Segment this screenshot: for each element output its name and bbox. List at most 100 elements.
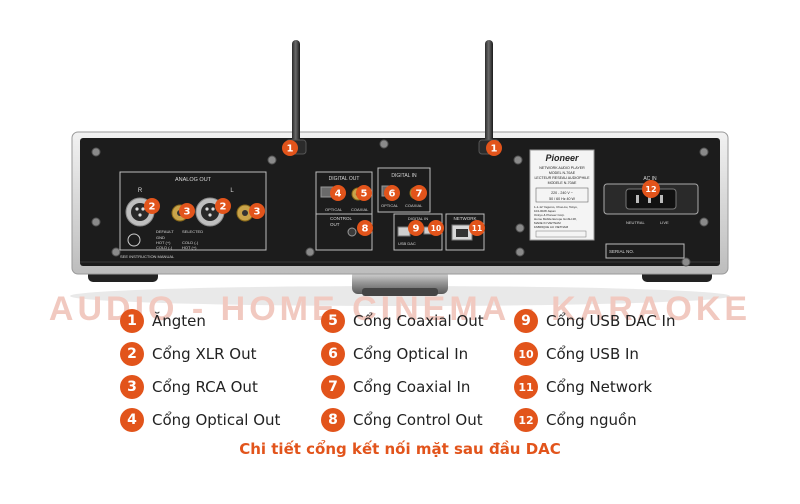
digital-in-label: DIGITAL IN bbox=[391, 173, 417, 179]
cold-selected-label: COLD (-) bbox=[182, 240, 199, 245]
legend-number-badge: 11 bbox=[514, 375, 538, 399]
svg-text:6: 6 bbox=[389, 189, 396, 200]
legend-item-coaxial-out: 5 Cổng Coaxial Out bbox=[321, 308, 484, 334]
svg-text:12: 12 bbox=[645, 185, 656, 194]
svg-text:8: 8 bbox=[362, 224, 369, 235]
rating-line: 50 / 60 Hz 40 W bbox=[549, 197, 575, 201]
callout-marker-3: 3 bbox=[179, 203, 195, 219]
xlr-pin-diagram bbox=[127, 233, 141, 247]
screws bbox=[91, 139, 709, 267]
legend-label: Cổng USB DAC In bbox=[546, 312, 676, 330]
address-line: 1-1-12 Yagumo, Chuo-ku, Tokyo, bbox=[534, 205, 578, 209]
right-channel-label: R bbox=[138, 188, 143, 194]
legend-item-control-out: 8 Cổng Control Out bbox=[321, 407, 483, 433]
legend-number-badge: 5 bbox=[321, 309, 345, 333]
legend-item-xlr-out: 2 Cổng XLR Out bbox=[120, 341, 256, 367]
callout-marker-12: 12 bbox=[642, 180, 660, 198]
rating-line: 220 - 240 V ~ bbox=[551, 191, 573, 195]
callout-marker-7: 7 bbox=[411, 185, 427, 201]
legend-item-rca-out: 3 Cổng RCA Out bbox=[120, 374, 258, 400]
control-out-label: OUT bbox=[330, 222, 340, 227]
callout-marker-10: 10 bbox=[428, 220, 444, 236]
legend-number-badge: 2 bbox=[120, 342, 144, 366]
svg-text:3: 3 bbox=[254, 207, 261, 218]
svg-text:5: 5 bbox=[361, 189, 368, 200]
legend-label: Cổng Network bbox=[546, 378, 653, 396]
model-line: NETWORK AUDIO PLAYER bbox=[539, 166, 585, 170]
left-channel-label: L bbox=[230, 188, 234, 194]
legend-number-badge: 9 bbox=[514, 309, 538, 333]
digital-out-label: DIGITAL OUT bbox=[329, 176, 360, 182]
certification-marks bbox=[535, 230, 587, 238]
analog-out-label: ANALOG OUT bbox=[175, 177, 212, 183]
usb-dac-text: USB DAC bbox=[398, 241, 416, 246]
address-line: Onkyo & Pioneer Corp. bbox=[534, 213, 565, 217]
optical-out-text: OPTICAL bbox=[325, 207, 343, 212]
antenna-left bbox=[292, 40, 300, 146]
address-line: FABRIQUE AU VIETNAM bbox=[534, 225, 569, 229]
legend-label: Ăngten bbox=[152, 312, 206, 330]
foot-center-base bbox=[362, 288, 438, 296]
legend-item-optical-out: 4 Cổng Optical Out bbox=[120, 407, 280, 433]
legend-number-badge: 3 bbox=[120, 375, 144, 399]
control-section: CONTROL OUT bbox=[315, 213, 373, 251]
gnd-label: GND bbox=[156, 235, 165, 240]
antenna-right bbox=[485, 40, 493, 146]
svg-text:2: 2 bbox=[149, 202, 156, 213]
legend-item-usb-in: 10 Cổng USB In bbox=[514, 341, 639, 367]
hot-label: HOT (+) bbox=[156, 240, 171, 245]
svg-text:2: 2 bbox=[220, 202, 227, 213]
callout-marker-8: 8 bbox=[357, 220, 373, 236]
address-line: 104-0028 Japan bbox=[534, 209, 556, 213]
callout-marker-1: 1 bbox=[282, 140, 298, 156]
legend-number-badge: 4 bbox=[120, 408, 144, 432]
legend-label: Cổng Control Out bbox=[353, 411, 483, 429]
network-section: NETWORK bbox=[445, 213, 485, 251]
legend-item-optical-in: 6 Cổng Optical In bbox=[321, 341, 468, 367]
callout-marker-5: 5 bbox=[356, 185, 372, 201]
callout-marker-2: 2 bbox=[144, 198, 160, 214]
callout-marker-2: 2 bbox=[215, 198, 231, 214]
legend-number-badge: 7 bbox=[321, 375, 345, 399]
svg-text:10: 10 bbox=[431, 224, 441, 233]
legend-label: Cổng nguồn bbox=[546, 411, 637, 429]
network-label: NETWORK bbox=[454, 216, 477, 221]
legend-label: Cổng Coaxial In bbox=[353, 378, 471, 396]
callout-marker-6: 6 bbox=[384, 185, 400, 201]
control-label: CONTROL bbox=[330, 216, 352, 221]
cold-label: COLD (-) bbox=[156, 245, 173, 250]
control-out-port bbox=[347, 227, 357, 237]
legend-number-badge: 8 bbox=[321, 408, 345, 432]
watermark: AUDIO - HOME CINEMA - KARAOKE bbox=[48, 290, 752, 328]
svg-text:11: 11 bbox=[472, 224, 482, 233]
legend-label: Cổng RCA Out bbox=[152, 378, 258, 396]
rating-label: Pioneer NETWORK AUDIO PLAYER MODEL N-70A… bbox=[529, 149, 595, 241]
legend-number-badge: 10 bbox=[514, 342, 538, 366]
address-line: MADE IN VIETNAM bbox=[534, 221, 561, 225]
legend-item-usb-dac-in: 9 Cổng USB DAC In bbox=[514, 308, 675, 334]
neutral-label: NEUTRAL bbox=[626, 220, 645, 225]
legend-label: Cổng USB In bbox=[546, 345, 639, 363]
coaxial-out-text: COAXIAL bbox=[351, 207, 369, 212]
svg-text:7: 7 bbox=[416, 189, 423, 200]
ac-in-label: AC IN bbox=[643, 176, 657, 182]
hot-selected-label: HOT (+) bbox=[182, 245, 197, 250]
selected-label: SELECTED bbox=[182, 229, 203, 234]
callout-markers: 1 1 2 3 2 3 4 5 6 7 8 9 10 11 12 bbox=[144, 140, 660, 236]
legend-number-badge: 6 bbox=[321, 342, 345, 366]
default-label: DEFAULT bbox=[156, 229, 174, 234]
legend-label: Cổng XLR Out bbox=[152, 345, 257, 363]
svg-text:1: 1 bbox=[491, 144, 498, 155]
legend-number-badge: 1 bbox=[120, 309, 144, 333]
svg-text:3: 3 bbox=[184, 207, 191, 218]
callout-marker-11: 11 bbox=[469, 220, 485, 236]
legend-label: Cổng Optical Out bbox=[152, 411, 281, 429]
serial-box: SERIAL NO. bbox=[605, 243, 685, 259]
model-line: LECTEUR RESEAU AUDIOPHILE bbox=[534, 176, 590, 180]
optical-in-text: OPTICAL bbox=[381, 203, 399, 208]
legend-label: Cổng Optical In bbox=[353, 345, 469, 363]
svg-text:1: 1 bbox=[287, 144, 294, 155]
